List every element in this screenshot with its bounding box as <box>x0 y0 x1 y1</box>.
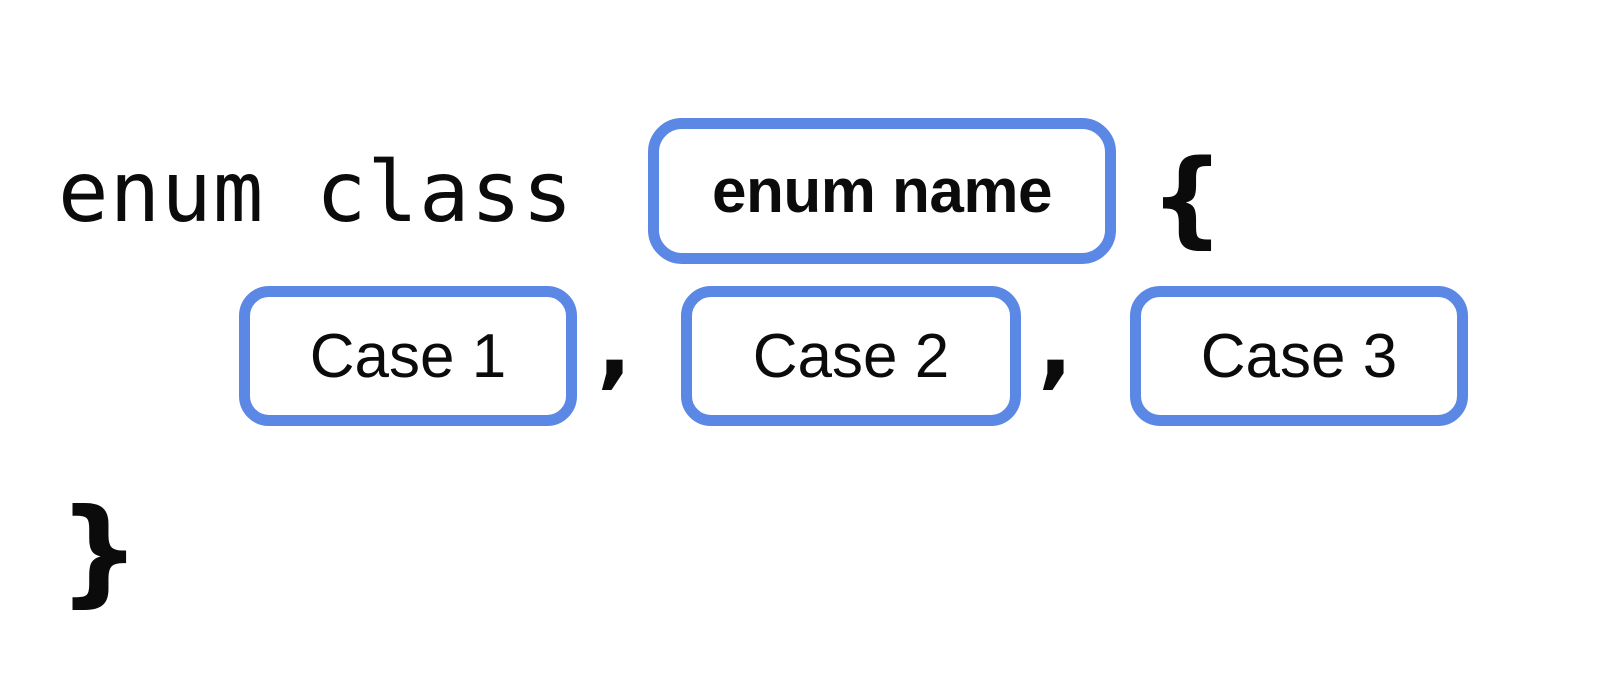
separator-comma-1: , <box>597 292 632 399</box>
brace-close: } <box>58 484 141 619</box>
slot-case-1[interactable]: Case 1 <box>239 286 577 426</box>
slot-enum-name[interactable]: enum name <box>648 118 1116 264</box>
slot-case-2[interactable]: Case 2 <box>681 286 1021 426</box>
separator-comma-2: , <box>1038 292 1073 399</box>
slot-case-3[interactable]: Case 3 <box>1130 286 1468 426</box>
slot-case-3-label: Case 3 <box>1200 322 1398 391</box>
slot-enum-name-label: enum name <box>711 157 1053 226</box>
slot-case-1-label: Case 1 <box>309 322 507 391</box>
slot-case-2-label: Case 2 <box>752 322 950 391</box>
keyword-enum-class: enum class <box>58 143 574 241</box>
brace-open: { <box>1150 137 1225 259</box>
